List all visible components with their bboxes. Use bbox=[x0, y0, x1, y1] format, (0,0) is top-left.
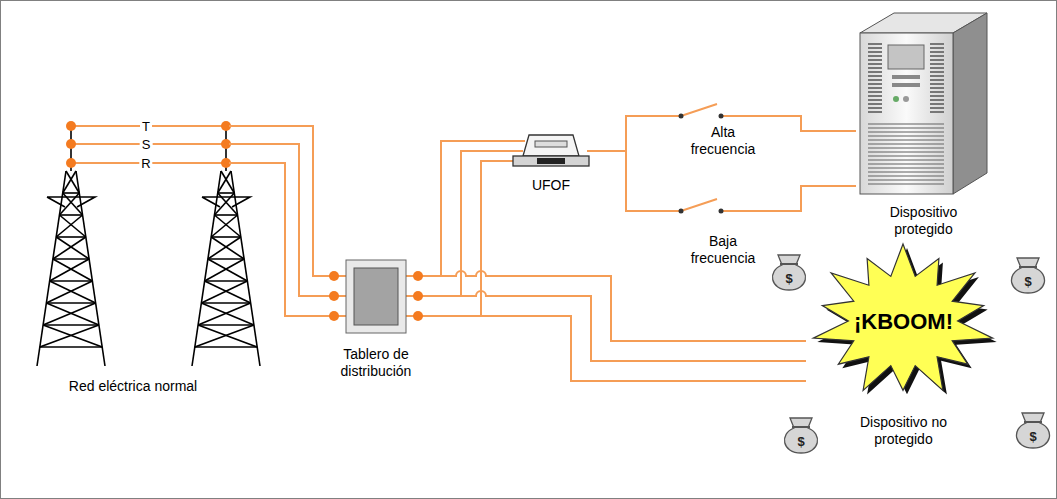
currency-sign: $ bbox=[785, 270, 792, 287]
power-wire bbox=[426, 271, 806, 341]
tower-brace bbox=[40, 325, 99, 347]
tower-brace bbox=[43, 325, 102, 347]
bag-tie bbox=[1024, 421, 1042, 423]
server-shape bbox=[856, 11, 991, 196]
tower-brace bbox=[201, 303, 254, 325]
node-caption: Dispositivo no protegido bbox=[849, 414, 959, 448]
money-bag bbox=[1011, 258, 1044, 293]
frequency-label: Alta frecuencia bbox=[683, 124, 763, 158]
tower-brace bbox=[63, 171, 76, 193]
tower-brace bbox=[208, 258, 244, 260]
tower-brace bbox=[46, 303, 99, 325]
currency-sign: $ bbox=[797, 433, 804, 450]
tower-brace bbox=[208, 237, 241, 259]
tower-brace bbox=[53, 237, 86, 259]
power-wire bbox=[229, 126, 326, 276]
node-caption: UFOF bbox=[532, 177, 570, 194]
tower-brace bbox=[40, 346, 102, 348]
phase-label: T bbox=[140, 120, 152, 133]
switch-contact bbox=[719, 114, 724, 119]
tower-brace bbox=[221, 171, 234, 193]
switch-contact bbox=[679, 209, 684, 214]
power-wire bbox=[593, 151, 856, 211]
power-towers bbox=[37, 126, 260, 366]
tower-brace bbox=[43, 324, 99, 326]
power-wire bbox=[426, 316, 806, 381]
bag-tie bbox=[1019, 266, 1037, 268]
burst-text: ¡KBOOM! bbox=[854, 309, 953, 333]
tower-brace bbox=[43, 303, 96, 325]
tower-brace bbox=[195, 346, 257, 348]
tower-brace bbox=[201, 302, 250, 304]
tower-brace bbox=[218, 193, 238, 215]
node-caption: Red eléctrica normal bbox=[69, 378, 197, 395]
distribution-board: Tablero de distribución bbox=[326, 259, 426, 334]
filter-unit: UFOF bbox=[509, 131, 593, 171]
tower-brace bbox=[198, 303, 251, 325]
tower-brace bbox=[195, 325, 254, 347]
tower-brace bbox=[205, 281, 251, 303]
tower-brace bbox=[201, 281, 247, 303]
node-caption: Tablero de distribución bbox=[326, 346, 426, 380]
frequency-label: Baja frecuencia bbox=[683, 233, 763, 267]
phase-label: R bbox=[139, 157, 152, 170]
tower-brace bbox=[56, 215, 82, 237]
tower-brace bbox=[56, 236, 86, 238]
tower-brace bbox=[208, 259, 247, 281]
node-caption: Dispositivo protegido bbox=[869, 204, 979, 238]
tower-brace bbox=[59, 215, 85, 237]
tower-brace bbox=[63, 193, 83, 215]
currency-sign: $ bbox=[1024, 273, 1031, 290]
tower-brace bbox=[205, 280, 248, 282]
bag-tie bbox=[792, 426, 810, 428]
switch-contact bbox=[679, 114, 684, 119]
tower-brace bbox=[50, 259, 89, 281]
bag-tie bbox=[780, 263, 798, 265]
money-bag bbox=[1016, 413, 1049, 448]
tower-brace bbox=[50, 280, 93, 282]
tower-brace bbox=[211, 236, 241, 238]
tower-brace bbox=[211, 237, 244, 259]
tower-brace bbox=[56, 237, 89, 259]
tower-brace bbox=[214, 214, 237, 216]
tower-brace bbox=[50, 281, 96, 303]
tower-brace bbox=[198, 325, 257, 347]
filter-shape bbox=[509, 131, 593, 171]
explosion-burst: ¡KBOOM!Dispositivo no protegido bbox=[806, 239, 1001, 404]
tower-brace bbox=[53, 259, 92, 281]
protected-server: Dispositivo protegido bbox=[856, 11, 991, 196]
phase-label: S bbox=[140, 138, 153, 151]
tower-brace bbox=[66, 171, 79, 193]
tower-brace bbox=[46, 281, 92, 303]
tower-brace bbox=[198, 324, 254, 326]
power-wire bbox=[426, 291, 806, 361]
tower-brace bbox=[59, 193, 79, 215]
tower-brace bbox=[205, 259, 244, 281]
tower-brace bbox=[211, 215, 237, 237]
tower-brace bbox=[218, 171, 231, 193]
tower-brace bbox=[59, 214, 82, 216]
tower-brace bbox=[214, 215, 240, 237]
switch-contact bbox=[719, 209, 724, 214]
money-bag bbox=[784, 418, 817, 453]
tower-brace bbox=[46, 302, 95, 304]
power-wire bbox=[426, 161, 509, 316]
power-wire bbox=[229, 144, 326, 296]
board-shape bbox=[326, 259, 426, 334]
power-wire bbox=[229, 163, 326, 316]
power-wire bbox=[426, 151, 509, 296]
power-grid: Red eléctrica normal bbox=[37, 111, 229, 366]
tower-brace bbox=[53, 258, 89, 260]
tower-brace bbox=[218, 192, 235, 194]
tower-brace bbox=[214, 193, 234, 215]
tower-brace bbox=[63, 192, 80, 194]
money-bag bbox=[772, 255, 805, 290]
currency-sign: $ bbox=[1029, 428, 1036, 445]
